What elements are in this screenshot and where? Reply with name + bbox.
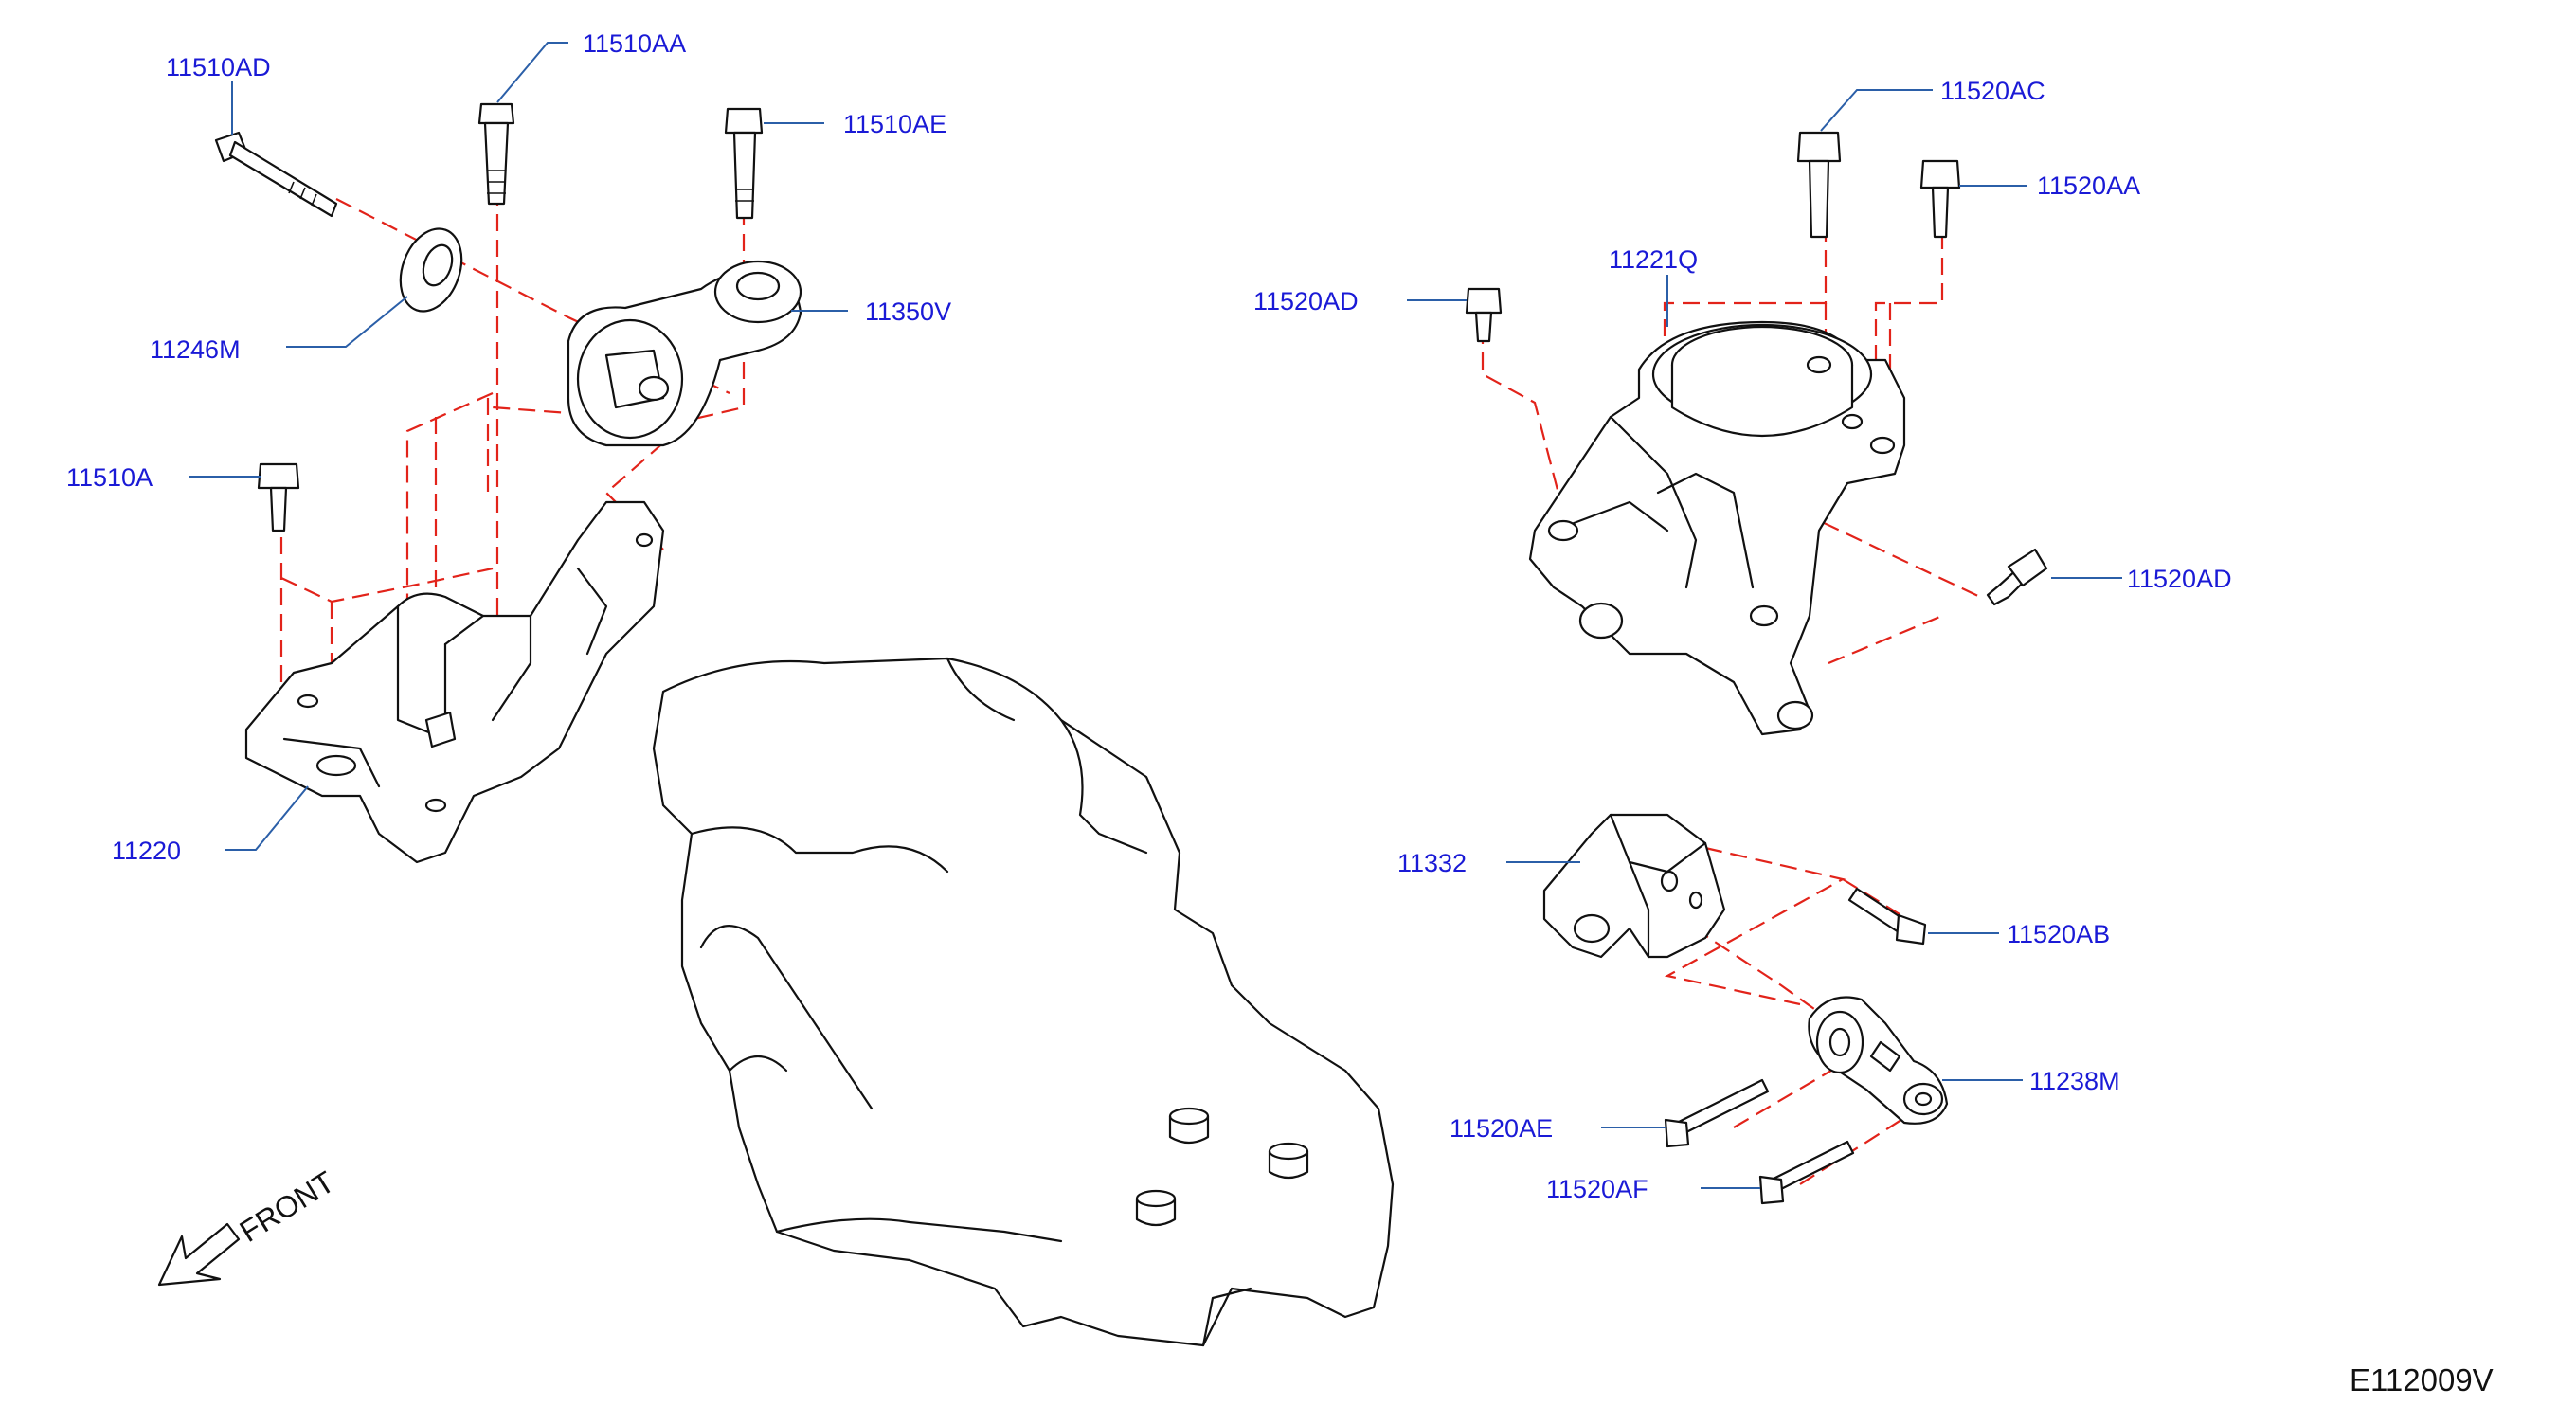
engine-boss bbox=[1268, 1142, 1309, 1180]
label-11238M: 11238M bbox=[2029, 1067, 2120, 1095]
label-11510AE: 11510AE bbox=[843, 110, 946, 138]
bolt-11520AB bbox=[1847, 887, 1927, 946]
front-label: FRONT bbox=[234, 1164, 341, 1249]
label-11520AA: 11520AA bbox=[2037, 171, 2140, 200]
engine-boss bbox=[1168, 1107, 1210, 1145]
bolt-11520AD-top bbox=[1465, 287, 1503, 343]
label-11520AF: 11520AF bbox=[1546, 1175, 1648, 1203]
bolt-11510A bbox=[257, 462, 300, 532]
label-11520AD-top: 11520AD bbox=[1253, 287, 1359, 315]
washer-11246M bbox=[399, 227, 463, 313]
bolt-11510AE bbox=[724, 107, 764, 220]
label-11246M: 11246M bbox=[150, 335, 241, 364]
label-11221Q: 11221Q bbox=[1609, 245, 1698, 274]
engine-block-outline bbox=[652, 657, 1395, 1347]
bolt-11510AD bbox=[214, 131, 338, 218]
front-indicator: FRONT bbox=[157, 1164, 341, 1287]
bracket-11332 bbox=[1542, 813, 1726, 959]
torque-rod-11350V bbox=[567, 260, 802, 447]
bolt-11520AA bbox=[1919, 159, 1961, 239]
label-11520AC: 11520AC bbox=[1940, 77, 2045, 105]
engine-boss bbox=[1135, 1189, 1177, 1227]
bolt-11520AF bbox=[1758, 1140, 1855, 1205]
label-11510AD: 11510AD bbox=[166, 53, 271, 81]
reference-code: E112009V bbox=[2350, 1362, 2494, 1397]
label-11510AA: 11510AA bbox=[583, 29, 686, 58]
bolt-11510AA bbox=[477, 102, 515, 206]
torque-rod-11238M bbox=[1808, 996, 1949, 1125]
front-arrow-icon bbox=[157, 1222, 241, 1287]
part-labels: 11510AD 11510AA 11510AE 11246M 11350V 11… bbox=[66, 29, 2232, 1203]
label-11510A: 11510A bbox=[66, 463, 153, 492]
bolt-11520AE bbox=[1664, 1078, 1770, 1148]
bolt-11520AD-right bbox=[1986, 548, 2048, 606]
bolt-11520AC bbox=[1796, 131, 1842, 239]
label-11520AE: 11520AE bbox=[1450, 1114, 1553, 1143]
bracket-11220 bbox=[244, 500, 665, 864]
label-11332: 11332 bbox=[1397, 849, 1467, 877]
label-11520AB: 11520AB bbox=[2007, 920, 2110, 948]
label-11520AD-right: 11520AD bbox=[2127, 565, 2232, 593]
mount-insulator-11221Q bbox=[1528, 320, 1906, 736]
leader-lines bbox=[189, 42, 2122, 1189]
label-11350V: 11350V bbox=[865, 297, 951, 326]
label-11220: 11220 bbox=[112, 837, 181, 865]
